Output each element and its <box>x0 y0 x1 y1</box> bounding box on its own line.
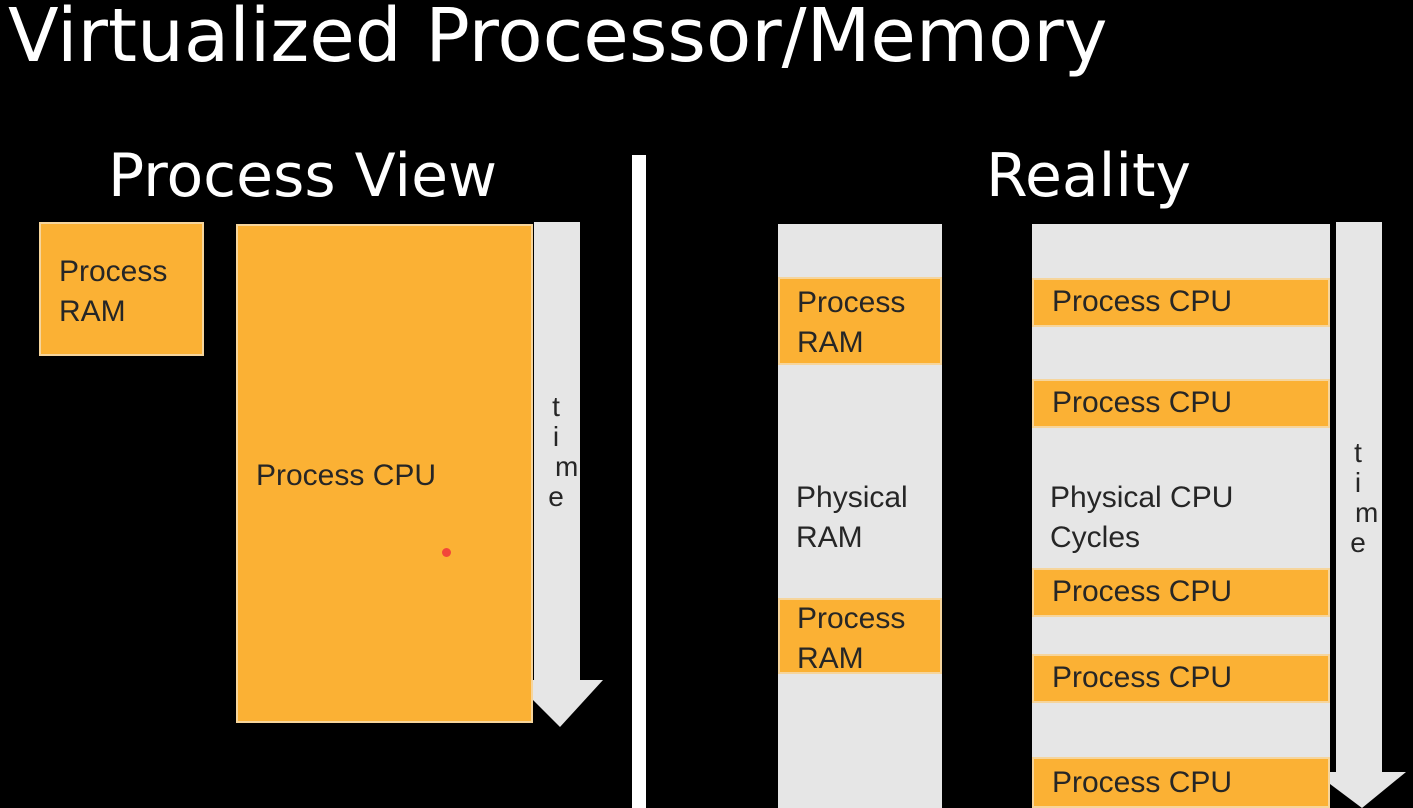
reality-process-cpu-label: Process CPU <box>1052 386 1233 419</box>
time-letter: t <box>1354 437 1362 468</box>
physical-ram-label: Physical RAM <box>796 481 908 554</box>
time-letter: m <box>1355 497 1379 528</box>
reality-process-ram-block: Process RAM <box>778 277 942 365</box>
reality-process-cpu-label: Process CPU <box>1052 575 1233 608</box>
reality-process-cpu-label: Process CPU <box>1052 661 1233 694</box>
reality-process-ram-label: Process RAM <box>797 602 906 675</box>
process-ram-block: Process RAM <box>39 222 204 356</box>
process-cpu-block: Process CPU <box>236 224 533 723</box>
reality-heading: Reality <box>986 141 1192 211</box>
time-letter: m <box>555 451 579 482</box>
reality-process-ram-label: Process RAM <box>797 286 906 359</box>
time-letter: i <box>552 421 560 452</box>
time-arrow-reality <box>1314 222 1406 808</box>
reality-process-cpu-block: Process CPU <box>1032 654 1330 703</box>
reality-process-cpu-block: Process CPU <box>1032 568 1330 617</box>
time-letter: i <box>1354 467 1362 498</box>
time-arrow-icon <box>1314 222 1406 808</box>
process-ram-label: Process RAM <box>59 255 168 328</box>
reality-process-ram-block: Process RAM <box>778 598 942 675</box>
time-letter: e <box>1350 527 1366 558</box>
time-arrow-icon <box>513 222 603 727</box>
process-view-heading: Process View <box>108 141 498 211</box>
process-cpu-label: Process CPU <box>256 459 437 492</box>
slide-title: Virtualized Processor/Memory <box>8 0 1108 79</box>
time-arrow-process-view <box>513 222 603 727</box>
reality-process-cpu-label: Process CPU <box>1052 285 1233 318</box>
reality-process-cpu-block: Process CPU <box>1032 278 1330 327</box>
reality-process-cpu-block: Process CPU <box>1032 757 1330 808</box>
time-letter: t <box>552 391 560 422</box>
time-label-process-view: t i m e <box>541 391 579 512</box>
reality-process-cpu-label: Process CPU <box>1052 766 1233 799</box>
cursor-dot <box>442 548 451 557</box>
time-label-reality: t i m e <box>1343 437 1379 558</box>
time-letter: e <box>548 481 564 512</box>
reality-process-cpu-block: Process CPU <box>1032 379 1330 428</box>
section-divider <box>632 155 646 808</box>
physical-cpu-label: Physical CPU Cycles <box>1050 481 1234 554</box>
